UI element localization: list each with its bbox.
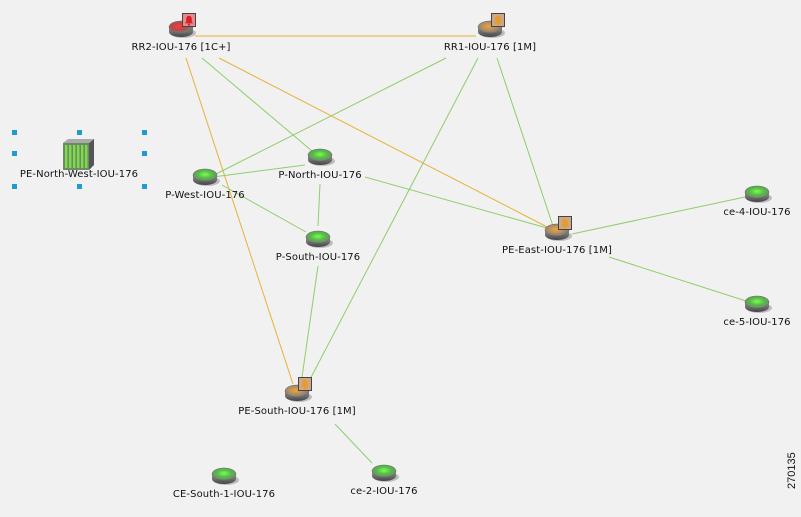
node-ce5[interactable] <box>744 295 772 313</box>
link-rr2-pn[interactable] <box>201 57 313 152</box>
link-rr1-pw[interactable] <box>213 57 447 176</box>
link-pn-ps[interactable] <box>317 183 321 227</box>
node-pw[interactable] <box>192 168 220 186</box>
selection-handle[interactable] <box>142 130 147 135</box>
critical-alarm-bell-icon[interactable] <box>182 13 196 27</box>
node-pn[interactable] <box>307 148 335 166</box>
node-rr1[interactable] <box>477 20 505 38</box>
node-label-pe[interactable]: PE-East-IOU-176 [1M] <box>502 245 612 256</box>
selection-handle[interactable] <box>12 130 17 135</box>
node-ces1[interactable] <box>211 467 239 485</box>
router-icon <box>284 384 312 402</box>
router-icon <box>211 467 239 485</box>
figure-id: 270135 <box>786 452 798 489</box>
nodes-layer <box>63 20 772 485</box>
router-icon <box>168 20 196 38</box>
link-pw-ps[interactable] <box>221 184 307 233</box>
node-label-ce4[interactable]: ce-4-IOU-176 <box>723 207 791 218</box>
link-pe-ce5[interactable] <box>608 256 747 302</box>
router-icon <box>192 168 220 186</box>
node-label-ce5[interactable]: ce-5-IOU-176 <box>723 317 791 328</box>
router-icon <box>305 230 333 248</box>
node-label-ps[interactable]: P-South-IOU-176 <box>275 252 361 263</box>
node-label-pn[interactable]: P-North-IOU-176 <box>278 170 362 181</box>
node-label-pnw[interactable]: PE-North-West-IOU-176 <box>19 169 139 180</box>
major-alarm-bell-icon[interactable] <box>558 216 572 230</box>
link-pe-ce4[interactable] <box>571 196 746 235</box>
major-alarm-bell-icon[interactable] <box>298 377 312 391</box>
link-ps-pes[interactable] <box>300 265 319 385</box>
link-rr1-pes[interactable] <box>306 57 479 386</box>
node-label-pw[interactable]: P-West-IOU-176 <box>165 190 245 201</box>
node-pes[interactable] <box>284 384 312 402</box>
selection-handle[interactable] <box>142 184 147 189</box>
node-label-ces1[interactable]: CE-South-1-IOU-176 <box>172 489 276 500</box>
node-ce4[interactable] <box>744 185 772 203</box>
selection-handle[interactable] <box>77 184 82 189</box>
chassis-icon <box>63 139 94 170</box>
link-rr1-pe[interactable] <box>496 57 554 227</box>
selection-handle[interactable] <box>142 151 147 156</box>
node-label-ce2[interactable]: ce-2-IOU-176 <box>350 486 418 497</box>
link-rr2-pes[interactable] <box>185 57 294 385</box>
major-alarm-bell-icon[interactable] <box>491 13 505 27</box>
node-ps[interactable] <box>305 230 333 248</box>
router-icon <box>307 148 335 166</box>
node-ce2[interactable] <box>371 464 399 482</box>
selection-handle[interactable] <box>12 151 17 156</box>
link-pn-pe[interactable] <box>364 176 548 229</box>
link-pw-pn[interactable] <box>212 164 306 178</box>
selection-handle[interactable] <box>12 184 17 189</box>
link-rr2-pe[interactable] <box>218 57 552 230</box>
link-pes-ce2[interactable] <box>334 423 373 464</box>
router-icon <box>744 295 772 313</box>
router-icon <box>371 464 399 482</box>
node-label-rr2[interactable]: RR2-IOU-176 [1C+] <box>131 42 231 53</box>
links-layer <box>185 35 747 464</box>
selection-handle[interactable] <box>77 130 82 135</box>
node-label-pes[interactable]: PE-South-IOU-176 [1M] <box>238 406 356 417</box>
router-icon <box>744 185 772 203</box>
node-label-rr1[interactable]: RR1-IOU-176 [1M] <box>443 42 537 53</box>
router-icon <box>477 20 505 38</box>
node-pnw[interactable] <box>63 139 94 170</box>
node-rr2[interactable] <box>168 20 196 38</box>
